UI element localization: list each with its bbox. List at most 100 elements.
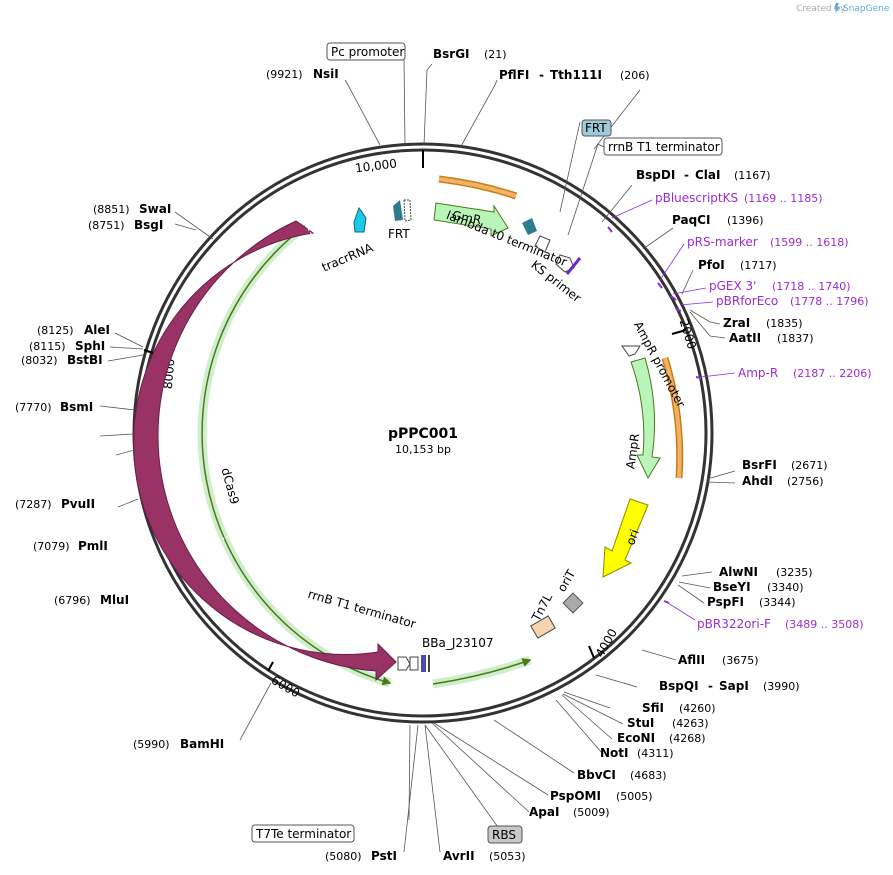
credit-brand: SnapGene [843, 4, 890, 14]
orit-label: oriT [555, 567, 579, 594]
ampr-label: AmpR [623, 433, 642, 470]
svg-text:(4263): (4263) [672, 717, 709, 730]
site-psti: (5080) PstI [325, 849, 397, 863]
svg-text:PfoI: PfoI [698, 258, 725, 272]
rbs-box: RBS [487, 825, 523, 844]
primer-amp-r: Amp-R (2187 .. 2206) [700, 366, 872, 380]
frt-box: FRT [581, 119, 612, 137]
svg-text:Pc promoter: Pc promoter [331, 45, 404, 59]
ampr-feature [630, 357, 661, 480]
svg-text:(4268): (4268) [669, 732, 706, 745]
svg-text:pBluescriptKS: pBluescriptKS [655, 191, 738, 205]
tick-label-6000: 6000 [269, 673, 302, 700]
svg-text:(4683): (4683) [630, 769, 667, 782]
site-sphi: (8115) SphI [29, 339, 105, 353]
svg-text:pRS-marker: pRS-marker [687, 235, 758, 249]
svg-text:BstBI: BstBI [67, 353, 103, 367]
svg-text:BbvCI: BbvCI [577, 768, 616, 782]
site-swai: (8851) SwaI [93, 202, 171, 216]
ampr-promoter-feature [621, 345, 641, 357]
svg-text:(7770): (7770) [15, 401, 52, 414]
svg-text:SfiI: SfiI [642, 701, 664, 715]
orit-feature [562, 592, 584, 614]
svg-text:PmlI: PmlI [78, 539, 108, 553]
snapgene-logo-icon [834, 3, 840, 13]
tn7l-feature [530, 615, 556, 639]
svg-text:rrnB T1 terminator: rrnB T1 terminator [608, 140, 720, 154]
site-bstbi: (8032) BstBI [21, 353, 103, 367]
plasmid-name: pPPC001 [388, 426, 458, 442]
svg-text:NsiI: NsiI [313, 67, 339, 81]
site-apai: ApaI (5009) [529, 805, 610, 819]
site-pmli: (7079) PmlI [33, 539, 108, 553]
svg-text:(8851): (8851) [93, 203, 130, 216]
tracrrna-feature [353, 206, 367, 233]
svg-text:(9921): (9921) [266, 68, 303, 81]
svg-text:ZraI: ZraI [723, 316, 750, 330]
svg-text:FRT: FRT [585, 121, 607, 135]
svg-text:(1778 .. 1796): (1778 .. 1796) [790, 295, 869, 308]
site-alei: (8125) AleI [37, 323, 110, 337]
svg-text:(3344): (3344) [759, 596, 796, 609]
svg-text:(1599 .. 1618): (1599 .. 1618) [770, 236, 849, 249]
site-stui: StuI (4263) [627, 716, 709, 730]
svg-text:BsrGI: BsrGI [433, 47, 470, 61]
svg-text:BsrFI: BsrFI [742, 458, 777, 472]
svg-text:(8032): (8032) [21, 354, 58, 367]
svg-text:-: - [684, 168, 689, 182]
svg-text:-: - [539, 68, 544, 82]
svg-text:(3675): (3675) [722, 654, 759, 667]
ori-feature [602, 498, 649, 578]
site-pflfi: PflFI - Tth111I (206) [499, 68, 650, 82]
svg-text:AlwNI: AlwNI [719, 565, 758, 579]
credit-text: Created by [796, 4, 846, 14]
svg-text:PspFI: PspFI [707, 595, 744, 609]
dcas9-feature [133, 220, 397, 682]
svg-text:pBRforEco: pBRforEco [716, 294, 778, 308]
tn7l-label: Tn7L [529, 591, 556, 625]
rrnb-t1-bottom-label: rrnB T1 terminator [306, 587, 417, 631]
site-pvuii: (7287) PvuII [15, 497, 95, 511]
site-ahdi: AhdI (2756) [742, 474, 824, 488]
svg-text:T7Te terminator: T7Te terminator [255, 827, 351, 841]
svg-text:(5080): (5080) [325, 850, 362, 863]
svg-text:BspQI: BspQI [659, 679, 699, 693]
site-pfoi: PfoI (1717) [698, 258, 777, 272]
svg-text:PspOMI: PspOMI [550, 789, 601, 803]
svg-text:(5990): (5990) [133, 738, 170, 751]
svg-text:(1717): (1717) [740, 259, 777, 272]
svg-text:BsmI: BsmI [60, 400, 93, 414]
site-bsrgi: BsrGI (21) [433, 47, 507, 61]
site-bbvci: BbvCI (4683) [577, 768, 667, 782]
svg-text:ApaI: ApaI [529, 805, 559, 819]
primer-prs-marker: pRS-marker (1599 .. 1618) [659, 235, 849, 281]
rrnb-bottom-feature [397, 656, 411, 671]
bba-j23107-label: BBa_J23107 [422, 636, 494, 650]
bp-ticks [143, 150, 687, 672]
svg-text:AatII: AatII [729, 331, 761, 345]
svg-text:pBR322ori-F: pBR322ori-F [697, 617, 771, 631]
site-aflii: AflII (3675) [678, 653, 759, 667]
svg-text:SapI: SapI [719, 679, 749, 693]
svg-text:AvrII: AvrII [443, 849, 475, 863]
site-bspqi: BspQI - SapI (3990) [659, 679, 800, 693]
svg-text:(8125): (8125) [37, 324, 74, 337]
svg-text:PstI: PstI [371, 849, 397, 863]
lambda-t0-terminator-label: lambda t0 terminator [444, 208, 569, 269]
svg-text:(2756): (2756) [787, 475, 824, 488]
svg-text:(5009): (5009) [573, 806, 610, 819]
svg-text:(2187 .. 2206): (2187 .. 2206) [793, 367, 872, 380]
svg-text:(1835): (1835) [766, 317, 803, 330]
site-bsmi: (7770) BsmI [15, 400, 93, 414]
svg-text:(5053): (5053) [489, 850, 526, 863]
svg-text:(3235): (3235) [776, 566, 813, 579]
frt-right-feature [522, 218, 537, 235]
site-nsii: (9921) NsiI [266, 67, 339, 81]
tick-label-2000: 2000 [677, 318, 699, 351]
site-paqci: PaqCI (1396) [672, 213, 764, 227]
site-sfii: SfiI (4260) [642, 701, 716, 715]
svg-text:BspDI: BspDI [636, 168, 675, 182]
svg-text:(21): (21) [484, 48, 507, 61]
svg-text:(8115): (8115) [29, 340, 66, 353]
